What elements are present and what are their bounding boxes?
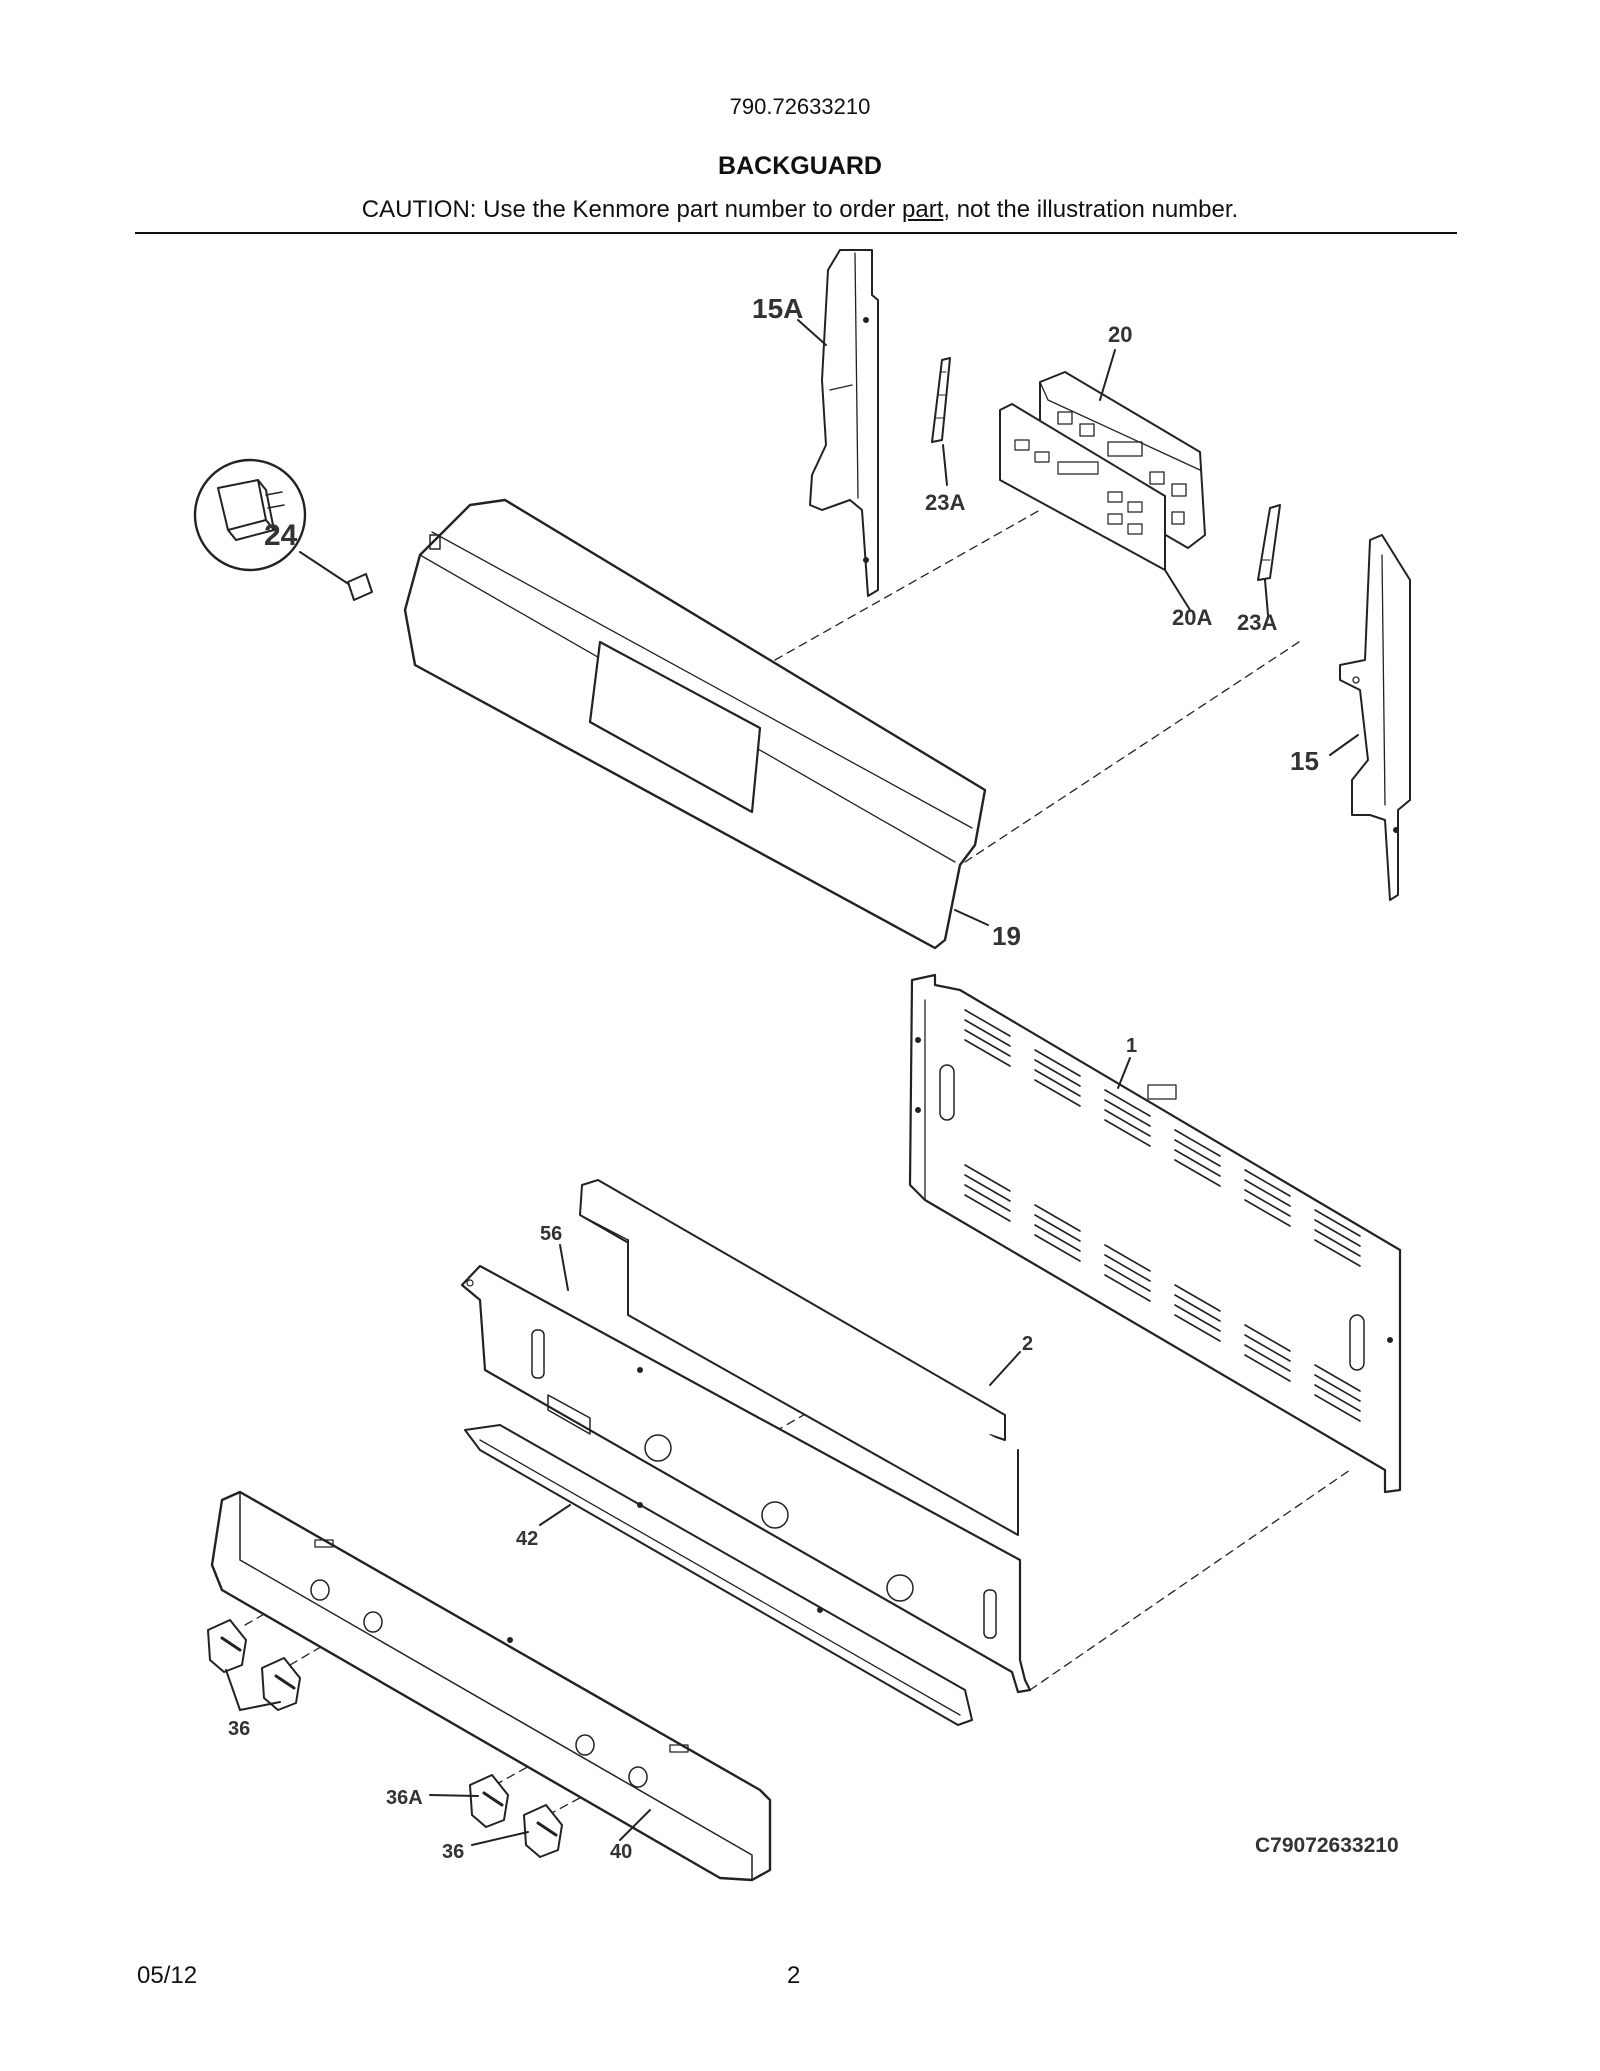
label-20: 20: [1108, 322, 1132, 347]
label-23a-right: 23A: [1237, 610, 1277, 635]
caution-text: CAUTION: Use the Kenmore part number to …: [0, 196, 1600, 224]
label-19: 19: [992, 921, 1021, 951]
part-23a-right-clip: [1257, 504, 1281, 581]
part-2-heat-shield: [579, 1179, 1019, 1536]
part-15-right-end-bracket: [1339, 534, 1411, 901]
label-23a-top: 23A: [925, 490, 965, 515]
label-15a: 15A: [752, 293, 803, 324]
knob-36-bottom: [523, 1804, 563, 1858]
model-number: 790.72633210: [729, 94, 871, 119]
header-divider: [135, 232, 1457, 234]
drawing-code: C79072633210: [1255, 1834, 1399, 1857]
label-36a: 36A: [386, 1787, 423, 1809]
part-15a-left-end-bracket: [809, 249, 879, 597]
label-42: 42: [516, 1528, 538, 1550]
knob-36-left-2: [261, 1657, 301, 1711]
label-24: 24: [264, 519, 298, 552]
part-23a-top-clip: [931, 357, 951, 443]
caution-part-link[interactable]: part: [902, 196, 944, 223]
leader-lines: [225, 319, 1359, 1846]
label-15: 15: [1290, 746, 1319, 776]
label-2: 2: [1022, 1333, 1033, 1355]
label-36-bottom: 36: [442, 1841, 464, 1863]
footer-page-number: 2: [787, 1962, 801, 1989]
caution-prefix: CAUTION: Use the Kenmore part number to …: [361, 196, 902, 223]
knobs: [207, 1619, 563, 1858]
label-40: 40: [610, 1841, 632, 1863]
part-40-knob-panel: [210, 1490, 772, 1882]
part-56-manifold-panel: [460, 1264, 1032, 1694]
part-24-switch-inset: [193, 458, 373, 601]
part-19-control-panel: [403, 498, 987, 950]
label-36-left: 36: [228, 1718, 250, 1740]
caution-suffix: , not the illustration number.: [943, 196, 1239, 223]
knob-36-left-1: [207, 1619, 247, 1673]
part-42-trim-strip: [464, 1424, 973, 1726]
part-1-rear-panel: [908, 973, 1402, 1494]
label-56: 56: [540, 1223, 562, 1245]
label-1: 1: [1126, 1035, 1137, 1057]
part-20a-touchpad-overlay: [999, 403, 1166, 571]
part-labels: 15A 20 24 23A 20A 23A 15 19 1 56 2 42 36…: [228, 293, 1399, 1863]
knob-36a: [469, 1774, 509, 1828]
section-title: BACKGUARD: [718, 152, 882, 180]
label-20a: 20A: [1172, 605, 1212, 630]
footer-date: 05/12: [137, 1962, 198, 1989]
